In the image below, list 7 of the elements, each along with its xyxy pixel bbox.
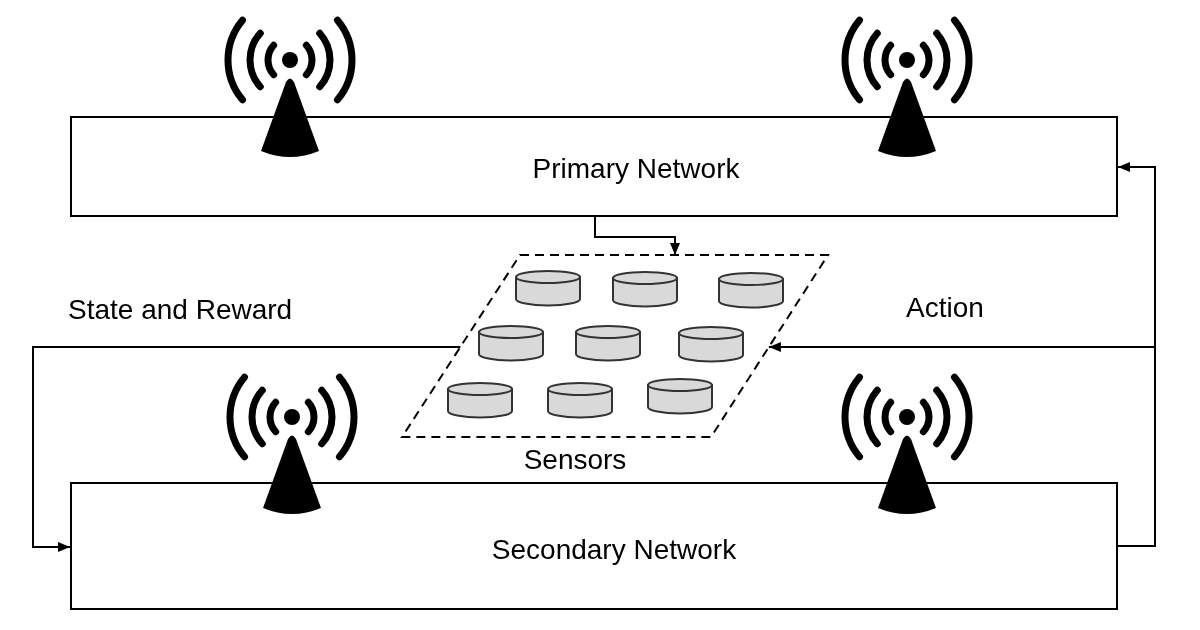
network-box [70, 482, 1118, 610]
node-label: Sensors [523, 444, 627, 476]
node-label: Primary Network [532, 153, 740, 185]
node-label: Secondary Network [491, 534, 737, 566]
network-box [70, 116, 1118, 217]
arrow [32, 346, 462, 552]
arrow [594, 216, 680, 256]
